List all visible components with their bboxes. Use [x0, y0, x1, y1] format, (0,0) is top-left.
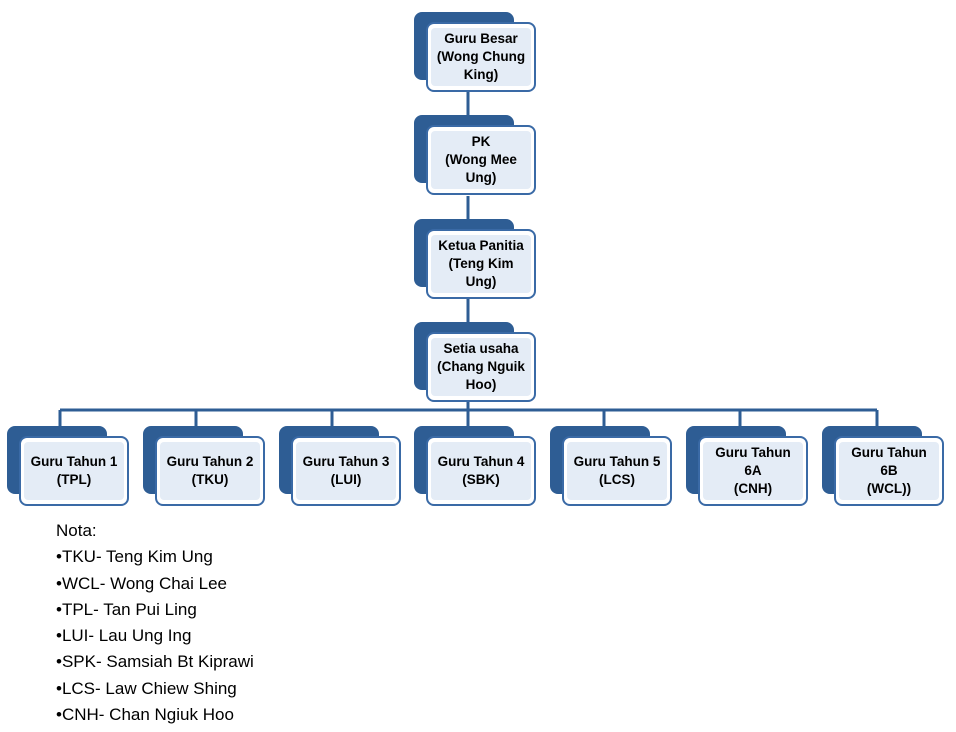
node-label: Guru Tahun 2 (TKU)	[166, 454, 254, 487]
node-label: Guru Tahun 4 (SBK)	[437, 454, 525, 487]
notes-item: •LCS- Law Chiew Shing	[56, 678, 237, 698]
notes-item: •CNH- Chan Ngiuk Hoo	[56, 705, 234, 725]
notes-item: •SPK- Samsiah Bt Kiprawi	[56, 652, 254, 672]
node-label: Guru Tahun 6B (WCL))	[851, 445, 927, 496]
notes-legend: Nota: •TKU- Teng Kim Ung •WCL- Wong Chai…	[56, 518, 254, 728]
notes-item: •TPL- Tan Pui Ling	[56, 599, 197, 619]
node-label: Guru Tahun 1 (TPL)	[30, 454, 118, 487]
notes-title: Nota:	[56, 521, 97, 540]
node-label: Setia usaha (Chang Nguik Hoo)	[437, 341, 525, 392]
notes-item: •WCL- Wong Chai Lee	[56, 573, 227, 593]
node-label: Ketua Panitia (Teng Kim Ung)	[438, 238, 524, 289]
notes-item: •LUI- Lau Ung Ing	[56, 626, 192, 646]
node-label: Guru Besar (Wong Chung King)	[436, 31, 526, 82]
node-label: Guru Tahun 6A (CNH)	[715, 445, 791, 496]
node-label: Guru Tahun 5 (LCS)	[573, 454, 661, 487]
node-label: PK (Wong Mee Ung)	[445, 134, 517, 185]
node-label: Guru Tahun 3 (LUI)	[302, 454, 390, 487]
notes-item: •TKU- Teng Kim Ung	[56, 547, 213, 567]
